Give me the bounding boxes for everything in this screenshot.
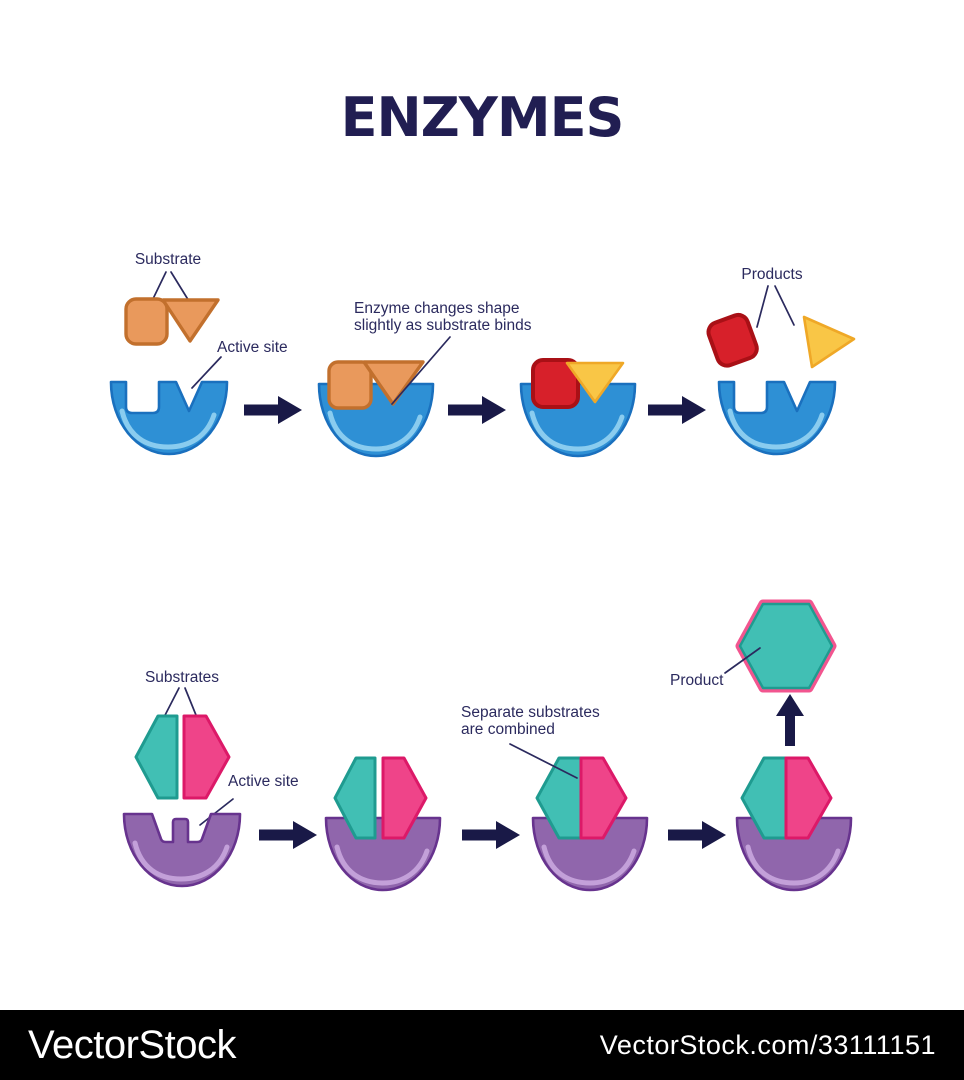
products-pointer-line-right [774,285,795,326]
substrate-label: Substrate [134,251,202,268]
product-pointer-line [724,647,761,674]
arrow-up [776,694,804,746]
active-site-label-row2: Active site [228,773,299,790]
enzyme-purple-empty [122,812,242,888]
docked-half-teal [333,756,377,840]
watermark-bar: VectorStock VectorStock.com/33111151 [0,1010,964,1080]
arrow-right-6 [668,821,726,849]
combined-label: Separate substrates are combined [461,704,600,738]
products-label: Products [741,266,803,283]
active-site-pointer-line-row1 [191,356,222,389]
active-site-label-row1: Active site [217,339,288,356]
substrate-half-pink [182,714,231,800]
substrates-label: Substrates [144,669,220,686]
product-triangle-released [802,315,856,369]
product-square-bound [531,358,580,409]
enzyme-blue-empty-2 [717,380,837,456]
products-pointer-line-left [756,285,769,328]
vectorstock-credit-text: VectorStock.com/33111151 [599,1029,936,1060]
combined-half-pink [579,756,628,840]
row2-diagram [122,599,853,892]
product-triangle-bound [565,361,625,404]
page-title: ENZYMES [340,86,625,149]
substrate-half-teal [134,714,179,800]
arrow-right-2 [448,396,506,424]
product-hexagon [735,599,837,693]
shape-change-pointer-line [391,336,451,405]
arrow-right-3 [648,396,706,424]
row1-diagram [109,271,856,458]
arrow-right-5 [462,821,520,849]
product-square-released [706,312,759,368]
substrate-square-bound [327,360,373,410]
substrate-triangle-bound [362,360,425,406]
arrow-right-4 [259,821,317,849]
releasing-half-pink [784,756,833,840]
vectorstock-logo-text: VectorStock [28,1022,236,1067]
arrow-right-1 [244,396,302,424]
product-label: Product [670,672,724,689]
docked-half-pink [381,756,428,840]
substrate-square [124,297,169,346]
enzyme-blue-empty-1 [109,380,229,456]
shape-change-label: Enzyme changes shape slightly as substra… [354,300,532,334]
substrate-triangle [161,298,220,343]
combined-pointer-line [509,743,578,779]
active-site-pointer-line-row2 [199,798,234,826]
